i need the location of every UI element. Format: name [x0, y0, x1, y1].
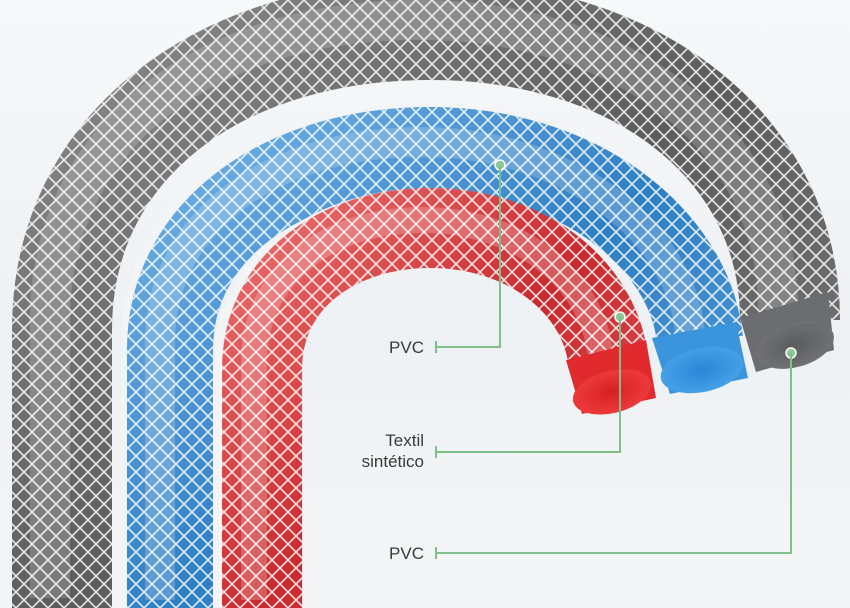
leader-textile — [435, 311, 626, 458]
leader-pvc-inner — [435, 159, 506, 353]
grey-hose — [12, 0, 840, 608]
blue-hose-end — [652, 322, 748, 394]
blue-hose — [127, 106, 743, 608]
red-hose-end — [566, 340, 656, 415]
label-textile: Textil sintético — [361, 431, 424, 471]
label-pvc-inner: PVC — [389, 338, 424, 357]
leader-pvc-outer — [435, 347, 797, 559]
grey-hose-end — [740, 292, 834, 372]
label-pvc-outer: PVC — [389, 544, 424, 563]
red-hose — [222, 187, 648, 608]
